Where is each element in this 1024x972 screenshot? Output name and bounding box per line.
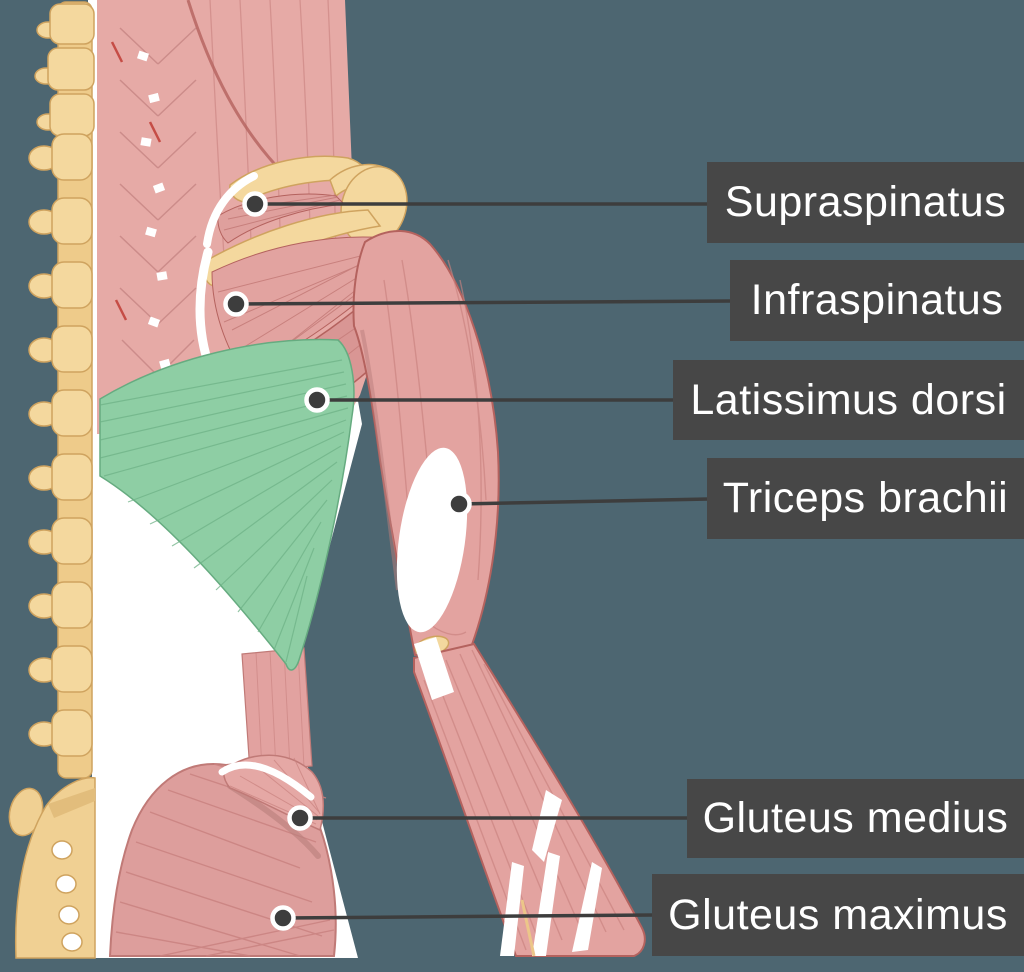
marker-dot-supraspinatus <box>242 191 268 217</box>
sacrum <box>8 776 96 959</box>
label-gluteus-maximus: Gluteus maximus <box>652 874 1024 956</box>
marker-dot-gluteus-maximus <box>270 905 296 931</box>
marker-dots <box>223 191 472 931</box>
label-triceps-brachii: Triceps brachii <box>707 458 1024 539</box>
connector-line-triceps-brachii <box>458 497 710 506</box>
triceps-arm <box>352 229 500 657</box>
label-latissimus-dorsi: Latissimus dorsi <box>673 360 1024 440</box>
connector-line-infraspinatus <box>235 299 733 306</box>
marker-dot-latissimus-dorsi <box>304 387 330 413</box>
lumbar-muscle-strip <box>241 647 313 773</box>
connector-lines <box>235 202 733 920</box>
marker-dot-infraspinatus <box>223 291 249 317</box>
spine <box>28 1 95 779</box>
marker-dot-triceps-brachii <box>446 491 472 517</box>
forearm <box>413 637 646 957</box>
connector-line-gluteus-maximus <box>282 913 655 920</box>
marker-dot-gluteus-medius <box>287 805 313 831</box>
label-infraspinatus: Infraspinatus <box>730 260 1024 341</box>
label-gluteus-medius: Gluteus medius <box>687 779 1024 858</box>
latissimus-dorsi-highlight <box>99 338 355 671</box>
label-supraspinatus: Supraspinatus <box>707 162 1024 243</box>
